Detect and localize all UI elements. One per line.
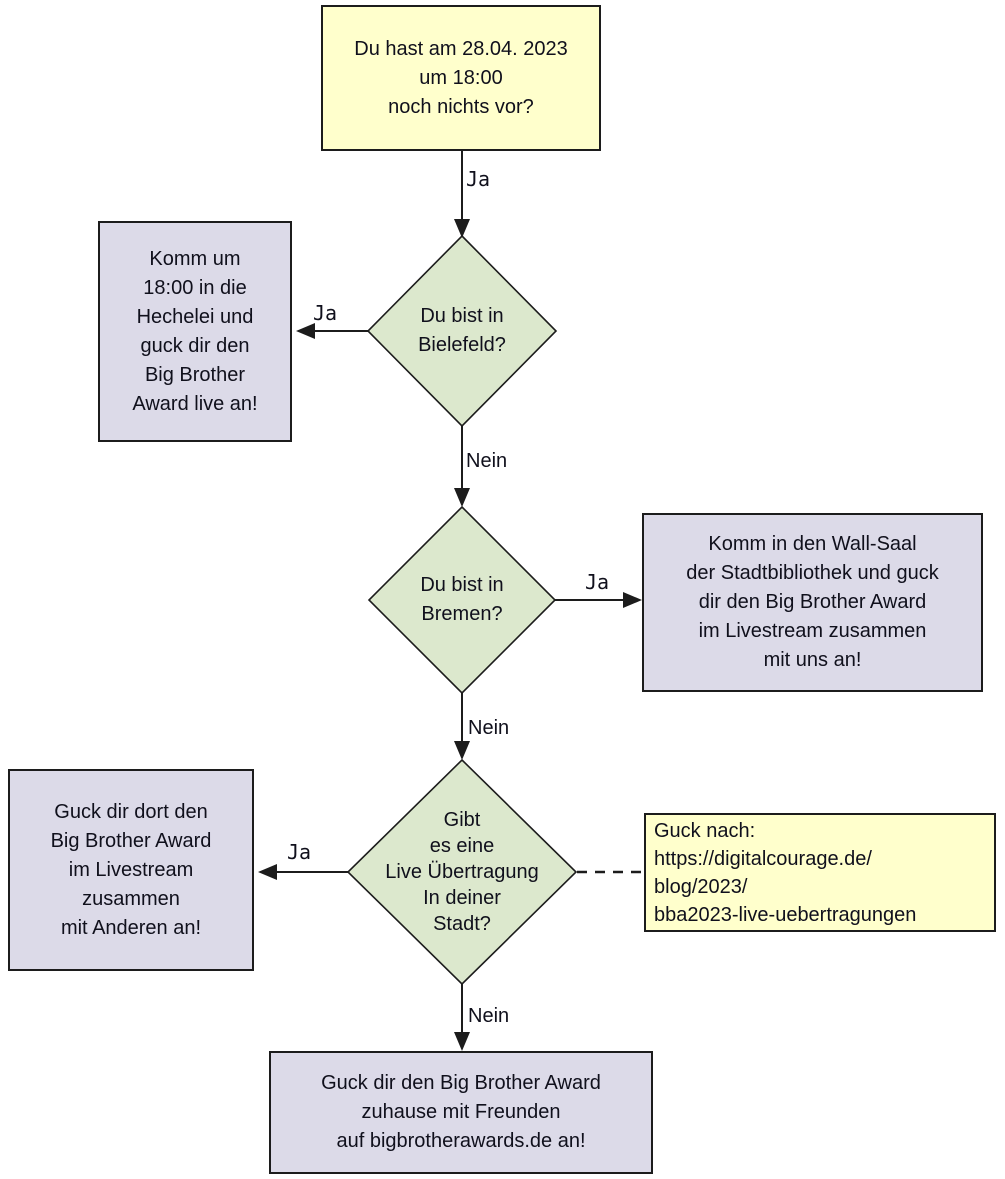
arrowhead-bielefeld-nein — [454, 488, 470, 507]
edge-label-bremen-ja: Ja — [585, 570, 610, 594]
edge-label-start-ja: Ja — [466, 167, 491, 191]
decision-bremen-shape — [367, 505, 557, 695]
edge-label-bremen-nein: Nein — [468, 717, 510, 739]
edge-label-bielefeld-ja: Ja — [313, 301, 338, 325]
decision-bielefeld-shape — [366, 234, 558, 428]
arrowhead-bremen-nein — [454, 741, 470, 760]
arrowhead-start-to-bielefeld — [454, 219, 470, 238]
node-result-home: Guck dir den Big Brother Award zuhause m… — [269, 1051, 653, 1174]
arrowhead-bielefeld-ja — [296, 323, 315, 339]
arrowhead-bremen-ja — [623, 592, 642, 608]
arrowhead-livestream-nein — [454, 1032, 470, 1051]
edge-label-bielefeld-nein: Nein — [466, 450, 508, 472]
decision-livestream-shape — [346, 758, 578, 986]
node-result-bremen: Komm in den Wall-Saal der Stadtbibliothe… — [642, 513, 983, 692]
arrowhead-livestream-ja — [258, 864, 277, 880]
edge-label-livestream-nein: Nein — [468, 1005, 510, 1027]
node-result-bielefeld: Komm um 18:00 in die Hechelei und guck d… — [98, 221, 292, 442]
edge-label-livestream-ja: Ja — [287, 840, 312, 864]
node-start-question: Du hast am 28.04. 2023 um 18:00 noch nic… — [321, 5, 601, 151]
node-url-lookup: Guck nach: https://digitalcourage.de/ bl… — [644, 813, 996, 932]
node-result-livestream: Guck dir dort den Big Brother Award im L… — [8, 769, 254, 971]
